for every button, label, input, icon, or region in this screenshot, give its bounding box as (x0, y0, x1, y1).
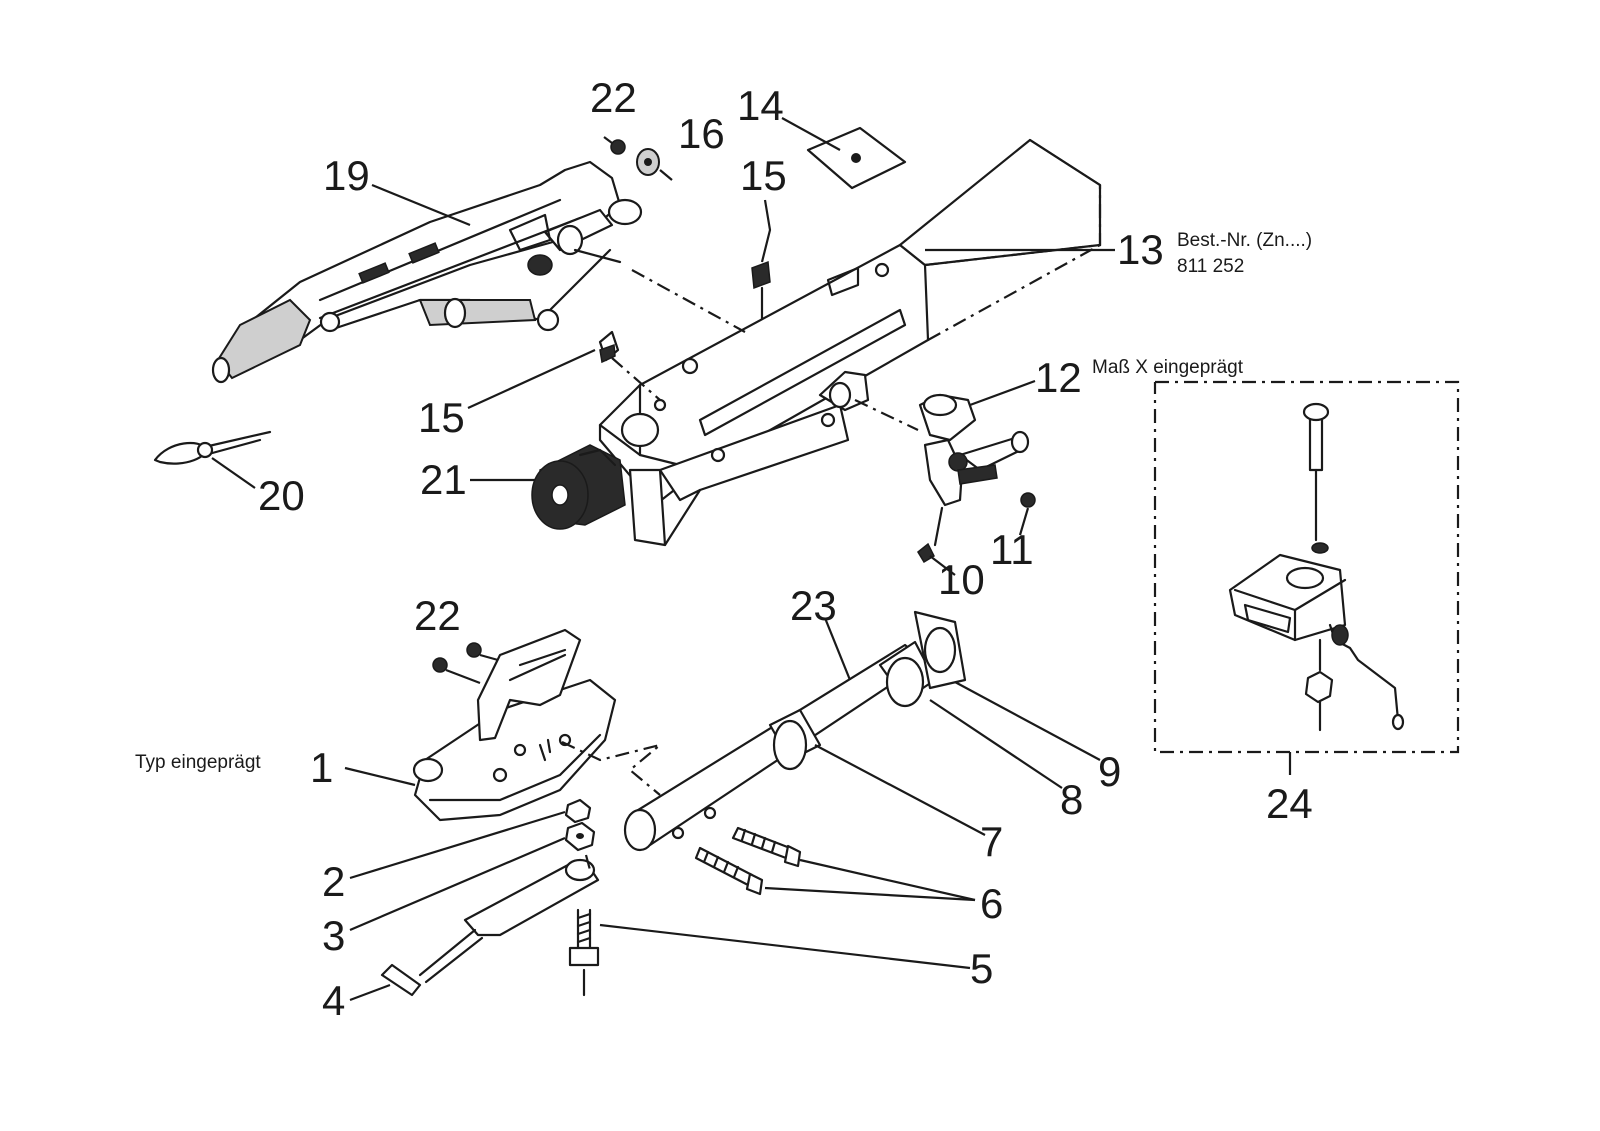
part-11-nut (1020, 492, 1036, 508)
part-24-bracket-box (1153, 380, 1460, 754)
label-21: 21 (420, 456, 467, 503)
part-12-latch (918, 393, 1030, 507)
label-22-top: 22 (590, 74, 637, 121)
label-9: 9 (1098, 748, 1121, 795)
part-20-breakaway-cable (153, 430, 272, 465)
note-best-nr-line2: 811 252 (1177, 256, 1244, 277)
note-best-nr-line1: Best.-Nr. (Zn....) (1177, 230, 1312, 251)
part-23-drawbar-tube (623, 610, 967, 852)
part-10-pin (917, 506, 944, 564)
label-20: 20 (258, 472, 305, 519)
label-12: 12 (1035, 354, 1082, 401)
part-13-drawbar-housing (598, 138, 1102, 547)
part-21-bellow (531, 444, 626, 530)
label-15-top: 15 (740, 152, 787, 199)
label-19: 19 (323, 152, 370, 199)
part-6-bolts (694, 826, 802, 896)
label-15-lower: 15 (418, 394, 465, 441)
label-8: 8 (1060, 776, 1083, 823)
part-19-hand-brake-lever (211, 160, 643, 384)
label-4: 4 (322, 977, 345, 1024)
part-22-nuts-lower (432, 642, 499, 685)
label-6: 6 (980, 880, 1003, 927)
assembly-lines (561, 269, 919, 871)
label-22-lower: 22 (414, 592, 461, 639)
part-3-nut (564, 821, 596, 852)
label-3: 3 (322, 912, 345, 959)
text-notes: Best.-Nr. (Zn....) 811 252 Maß X eingepr… (135, 230, 1312, 773)
part-number-labels: 22 14 16 19 15 13 12 15 21 20 11 10 23 2… (258, 74, 1313, 1024)
label-7: 7 (980, 818, 1003, 865)
label-10: 10 (938, 556, 985, 603)
label-24: 24 (1266, 780, 1313, 827)
label-14: 14 (737, 82, 784, 129)
part-5-bolt (568, 908, 600, 997)
label-11: 11 (990, 526, 1034, 573)
part-22-nut-top (603, 136, 626, 155)
label-5: 5 (970, 945, 993, 992)
label-16: 16 (678, 110, 725, 157)
label-23: 23 (790, 582, 837, 629)
part-14-pad (806, 126, 907, 190)
part-2-nut (564, 798, 592, 824)
part-4-damper (380, 858, 600, 997)
label-2: 2 (322, 858, 345, 905)
note-mass-x: Maß X eingeprägt (1092, 357, 1244, 378)
part-1-coupling-head (412, 628, 617, 822)
label-13: 13 (1117, 226, 1164, 273)
note-typ: Typ eingeprägt (135, 752, 261, 773)
part-16-washer (636, 148, 673, 181)
leader-lines (211, 117, 1292, 1002)
label-1: 1 (310, 744, 333, 791)
part-15-bolt-lower (598, 330, 620, 364)
